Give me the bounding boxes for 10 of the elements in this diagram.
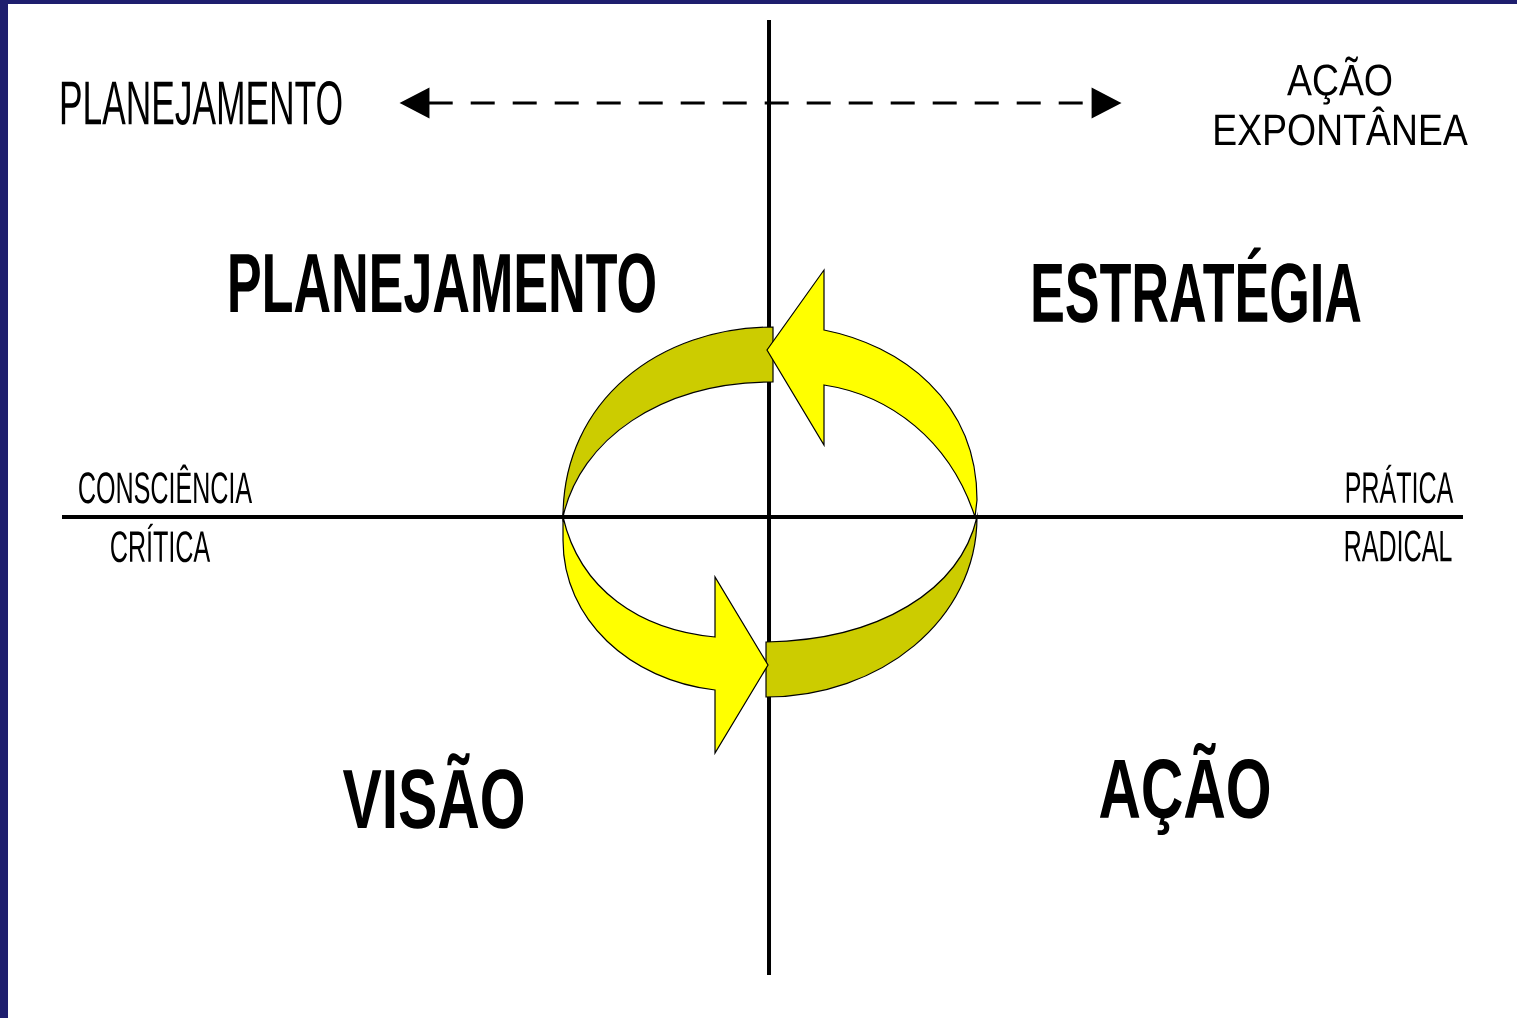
quadrant-label: ESTRATÉGIA	[1033, 247, 1361, 323]
axis-label: PRÁTICA	[1346, 464, 1454, 504]
axis-label: CRÍTICA	[111, 523, 211, 563]
axis-label: RADICAL	[1345, 530, 1452, 562]
quadrant-label: AÇÃO	[1099, 742, 1270, 836]
quadrant-label: VISÃO	[342, 753, 524, 829]
quadrant-label: PLANEJAMENTO	[230, 253, 655, 313]
axis-end-label: AÇÃO EXPONTÂNEA	[1215, 56, 1468, 146]
axis-label: CONSCIÊNCIA	[79, 464, 253, 504]
axis-end-label: PLANEJAMENTO	[61, 81, 342, 125]
